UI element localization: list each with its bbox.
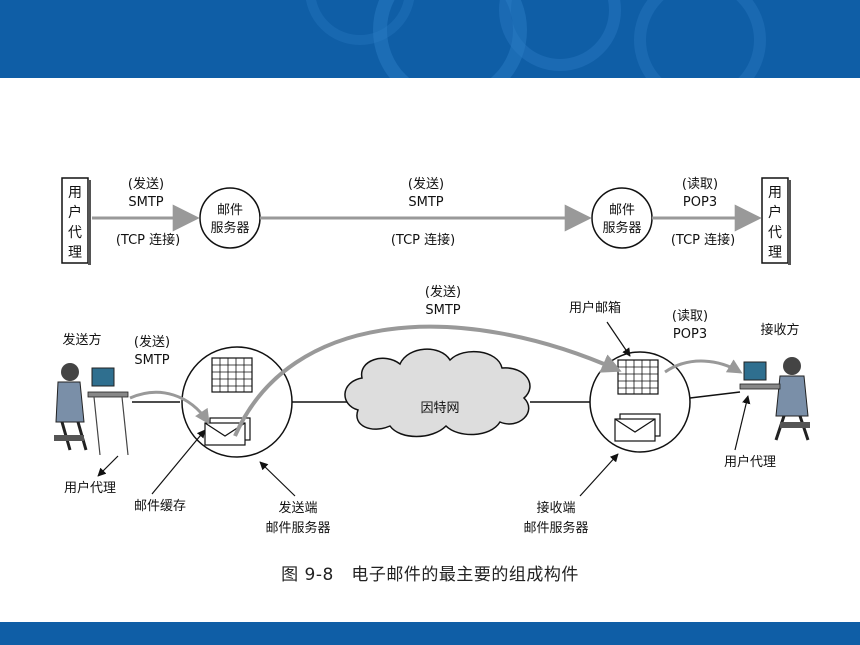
link3-bottom: (TCP 连接) xyxy=(671,232,735,248)
sender-person-icon xyxy=(54,363,129,456)
top-banner xyxy=(0,0,860,78)
top-user-agent-left: 用 户 代 理 xyxy=(61,177,91,265)
link1-protocol: SMTP xyxy=(128,195,163,210)
bottom-banner xyxy=(0,622,860,645)
server-right-line-1: 邮件 xyxy=(609,203,635,218)
ua-left-char-1: 用 xyxy=(68,185,82,201)
receiver-person-icon xyxy=(739,357,810,441)
send-center-top: (发送) xyxy=(425,284,461,300)
email-components-figure: 用 户 代 理 用 户 代 理 邮件 服务器 xyxy=(40,160,818,548)
internet-label: 因特网 xyxy=(420,401,459,416)
link3-top: (读取) xyxy=(682,177,718,192)
receiver-monitor-icon xyxy=(743,361,767,381)
server-right-line-2: 服务器 xyxy=(602,220,641,236)
top-user-agent-right: 用 户 代 理 xyxy=(761,177,791,265)
top-mail-server-left: 邮件 服务器 xyxy=(199,187,261,249)
pop3-arrow xyxy=(664,359,743,374)
read-right-top: (读取) xyxy=(672,309,708,324)
mail-cache-label: 邮件缓存 xyxy=(134,499,186,514)
sender-label: 发送方 xyxy=(62,332,101,348)
ua-right-char-2: 户 xyxy=(768,204,782,221)
ua-right-pointer xyxy=(734,395,751,451)
sending-server-circle xyxy=(181,346,293,458)
figure-caption: 图 9-8 电子邮件的最主要的组成构件 xyxy=(281,565,579,585)
receiving-server-circle xyxy=(589,351,691,453)
ua-right-char-1: 用 xyxy=(768,185,782,201)
smtp-curve-arrow xyxy=(233,324,622,437)
link2-top: (发送) xyxy=(408,176,444,192)
user-mailbox-label: 用户邮箱 xyxy=(569,300,621,316)
ua-left-pointer xyxy=(97,455,119,477)
server-left-line-1: 邮件 xyxy=(217,203,243,218)
mailbox-pointer xyxy=(606,321,631,357)
receiving-envelope-icon xyxy=(614,413,661,442)
link2-bottom: (TCP 连接) xyxy=(391,232,455,248)
receiver-link-line xyxy=(689,391,741,399)
sender-monitor-icon xyxy=(91,367,115,387)
ua-right-char-4: 理 xyxy=(768,245,782,261)
link2-protocol: SMTP xyxy=(408,195,443,210)
ua-left-char-4: 理 xyxy=(68,245,82,261)
link1-top: (发送) xyxy=(128,176,164,192)
send-left-protocol: SMTP xyxy=(134,353,169,368)
banner-decoration xyxy=(305,0,766,78)
link1-bottom: (TCP 连接) xyxy=(116,232,180,248)
ua-left-char-3: 代 xyxy=(68,225,82,241)
sending-server-pointer xyxy=(259,461,296,497)
server-left-line-2: 服务器 xyxy=(210,220,249,236)
receiver-label: 接收方 xyxy=(760,322,799,338)
read-right-protocol: POP3 xyxy=(673,327,707,342)
bottom-panel: 因特网 xyxy=(54,284,810,536)
sender-smtp-arrow xyxy=(129,390,210,425)
sending-server-line-1: 发送端 xyxy=(278,500,317,516)
top-panel: 用 户 代 理 用 户 代 理 邮件 服务器 xyxy=(61,176,791,265)
receiving-server-pointer xyxy=(579,453,619,497)
top-mail-server-right: 邮件 服务器 xyxy=(591,187,653,249)
ua-right-char-3: 代 xyxy=(768,225,782,241)
ua-left-label: 用户代理 xyxy=(64,480,116,496)
sending-server-line-2: 邮件服务器 xyxy=(265,520,330,536)
ua-right-label: 用户代理 xyxy=(724,454,776,470)
receiving-server-line-1: 接收端 xyxy=(536,500,575,516)
email-diagram: 用 户 代 理 用 户 代 理 邮件 服务器 xyxy=(54,176,810,536)
link3-protocol: POP3 xyxy=(683,195,717,210)
send-left-top: (发送) xyxy=(134,334,170,350)
send-center-protocol: SMTP xyxy=(425,303,460,318)
sending-mailbox-grid-icon xyxy=(211,357,253,393)
internet-cloud: 因特网 xyxy=(344,348,531,438)
ua-left-char-2: 户 xyxy=(68,204,82,221)
mail-cache-pointer xyxy=(151,429,206,495)
receiving-server-line-2: 邮件服务器 xyxy=(523,520,588,536)
receiving-mailbox-grid-icon xyxy=(617,359,659,395)
